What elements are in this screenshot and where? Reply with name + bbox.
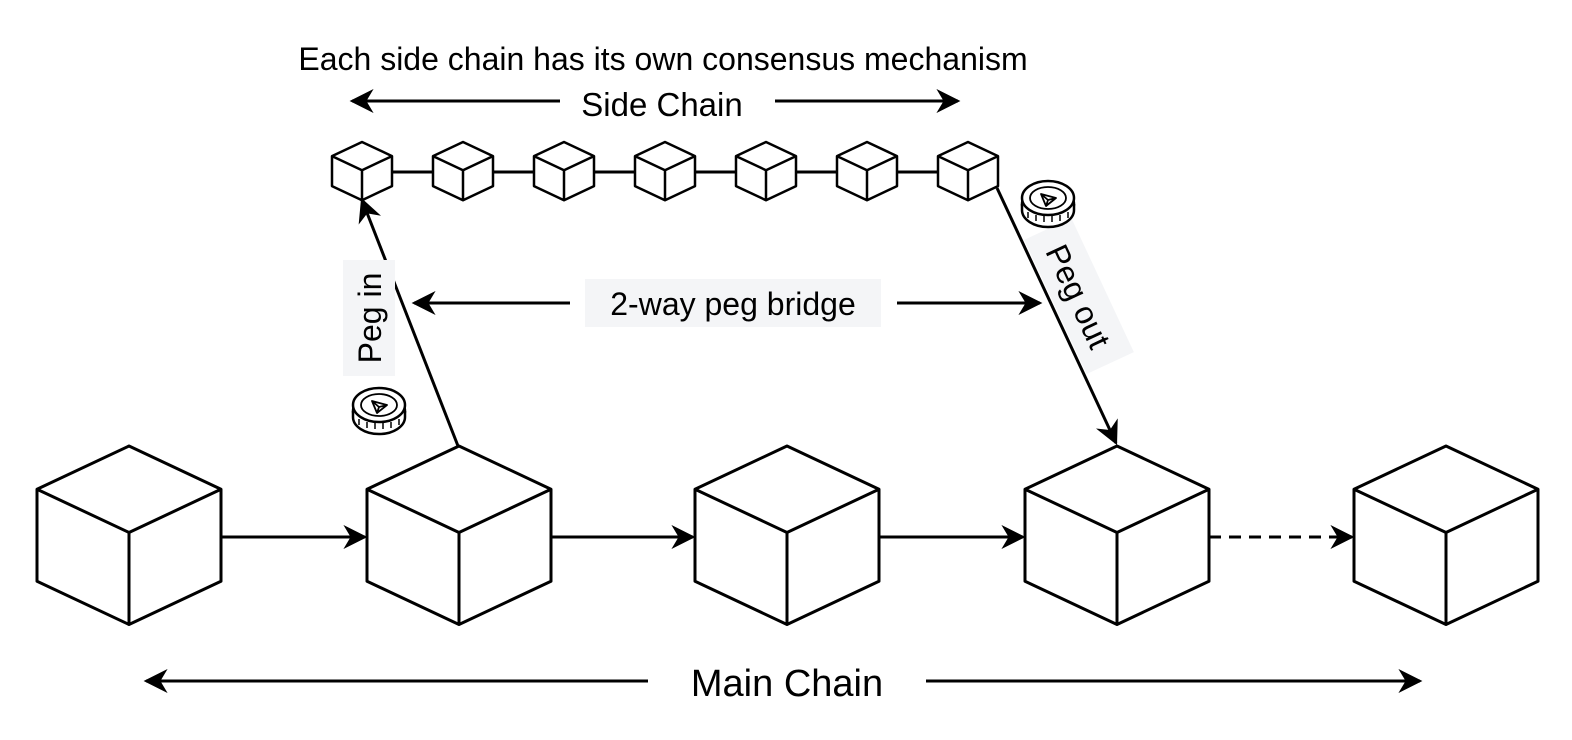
bridge-span: 2-way peg bridge bbox=[411, 279, 1043, 327]
bridge-label-bg bbox=[585, 279, 881, 327]
peg-in-label-group: Peg in bbox=[343, 260, 395, 376]
side-chain-block bbox=[936, 140, 1000, 202]
coin-icon bbox=[351, 386, 407, 436]
peg-in-label-bg bbox=[343, 260, 395, 376]
main-chain-label: Main Chain bbox=[691, 663, 883, 705]
main-chain-block bbox=[693, 444, 881, 626]
side-chain-block bbox=[835, 140, 899, 202]
main-chain-blocks bbox=[35, 444, 1540, 626]
side-chain-label: Side Chain bbox=[581, 86, 742, 123]
side-chain-block bbox=[330, 140, 394, 202]
main-chain-block bbox=[1352, 444, 1540, 626]
main-chain-span: Main Chain bbox=[143, 663, 1423, 705]
side-chain-span: Side Chain bbox=[349, 86, 961, 123]
main-chain-block bbox=[365, 444, 553, 626]
coin-icon bbox=[1020, 179, 1076, 229]
peg-out-label-group: Peg out bbox=[1024, 217, 1134, 375]
side-chain-block bbox=[431, 140, 495, 202]
top-caption: Each side chain has its own consensus me… bbox=[298, 41, 1027, 77]
peg-in-label: Peg in bbox=[352, 273, 388, 364]
peg-out-arrow bbox=[995, 187, 1118, 446]
side-chain-block bbox=[532, 140, 596, 202]
side-chain-blocks bbox=[330, 140, 1000, 202]
peg-in-arrow bbox=[358, 197, 460, 447]
main-chain-block bbox=[35, 444, 223, 626]
main-chain-block bbox=[1023, 444, 1211, 626]
bridge-label: 2-way peg bridge bbox=[610, 286, 855, 322]
side-chain-block bbox=[734, 140, 798, 202]
side-chain-block bbox=[633, 140, 697, 202]
peg-out-label-bg bbox=[1024, 217, 1134, 375]
